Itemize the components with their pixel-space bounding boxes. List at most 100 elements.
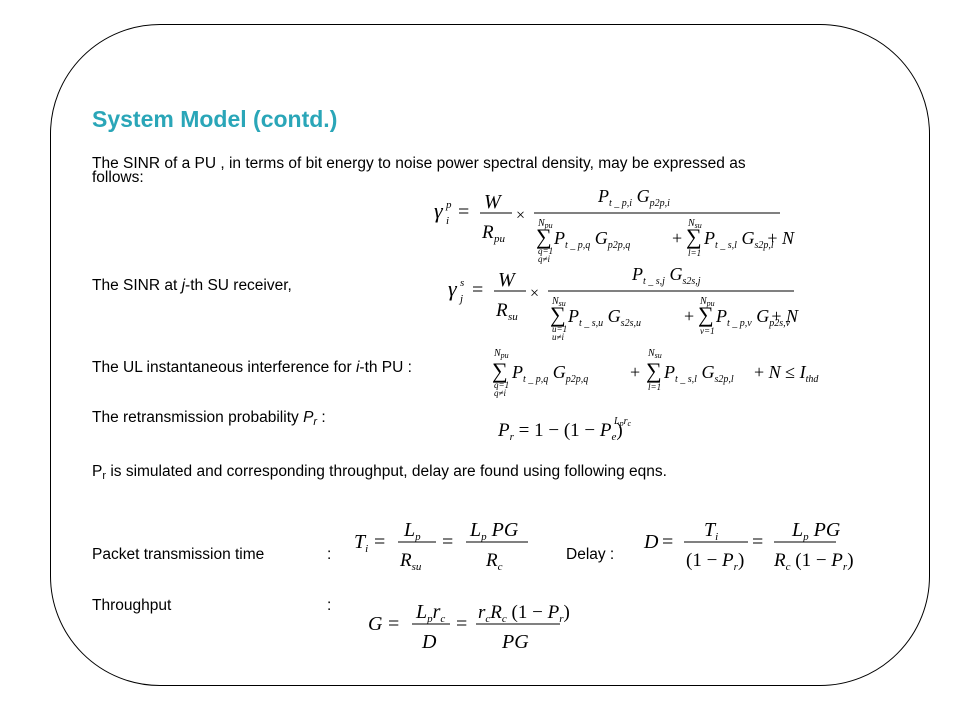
pr-simulated-line: Pr is simulated and corresponding throug… (92, 464, 667, 484)
retransmission-equation: Pr = 1 − (1 − Pe) Lprc (496, 412, 646, 453)
svg-text:(1 − Pr): (1 − Pr) (686, 550, 744, 573)
svg-text:Pt _ s,l Gs2p,l: Pt _ s,l Gs2p,l (703, 228, 774, 251)
pr-symbol-sub: r (102, 470, 107, 482)
intro-line-1: The SINR of a PU , in terms of bit energ… (92, 155, 746, 172)
intro-line-2: follows: (92, 169, 144, 186)
svg-text:Ti: Ti (704, 519, 718, 543)
svg-text:×: × (530, 285, 539, 302)
svg-text:∑: ∑ (646, 358, 662, 383)
svg-text:∑: ∑ (492, 358, 508, 383)
svg-text:Nsu: Nsu (647, 348, 662, 360)
throughput-label: Throughput (92, 597, 172, 614)
svg-text:∑: ∑ (698, 302, 714, 327)
svg-text:i: i (446, 215, 449, 227)
svg-text:p: p (445, 199, 452, 211)
svg-text:Rc: Rc (485, 550, 503, 573)
svg-text:G: G (368, 613, 383, 635)
svg-text:∑: ∑ (550, 302, 566, 327)
svg-text:=: = (458, 201, 469, 223)
svg-text:+ N ≤ Ithd: + N ≤ Ithd (754, 362, 819, 385)
slide-frame (50, 24, 930, 686)
retransmission-label: The retransmission probability Pr : (92, 410, 326, 430)
svg-text:=: = (752, 531, 763, 553)
delay-label: Delay : (566, 546, 615, 563)
svg-text:s: s (460, 277, 464, 289)
svg-text:D: D (421, 631, 437, 653)
svg-text:∑: ∑ (686, 224, 702, 249)
ul-interference-label: The UL instantaneous interference for i-… (92, 359, 412, 376)
svg-text:Npu: Npu (537, 218, 553, 230)
svg-text:Lp PG: Lp PG (791, 519, 841, 543)
svg-text:+ N: + N (771, 306, 799, 326)
svg-text:su: su (508, 311, 518, 323)
retransmission-symbol: P (303, 409, 314, 426)
svg-text:=: = (388, 613, 399, 635)
svg-text:Lp PG: Lp PG (469, 519, 519, 543)
throughput-colon: : (327, 597, 332, 614)
su-sinr-label: The SINR at j-th SU receiver, (92, 277, 292, 294)
svg-text:PG: PG (501, 631, 529, 653)
svg-text:=: = (374, 531, 385, 553)
svg-text:Npu: Npu (699, 296, 715, 308)
svg-text:D: D (643, 531, 659, 553)
slide-title: System Model (contd.) (92, 106, 338, 132)
svg-text:Nsu: Nsu (687, 218, 702, 230)
svg-text:Lprc: Lprc (415, 601, 445, 625)
svg-text:R: R (495, 300, 508, 321)
svg-text:u≠i: u≠i (552, 332, 564, 342)
svg-text:+: + (630, 362, 640, 382)
svg-text:Rc (1 − Pr): Rc (1 − Pr) (773, 550, 854, 573)
svg-text:q=1: q=1 (538, 246, 553, 256)
svg-text:u=1: u=1 (552, 324, 567, 334)
svg-text:l=1: l=1 (688, 248, 701, 258)
svg-text:∑: ∑ (536, 224, 552, 249)
svg-text:rcRc (1 − Pr): rcRc (1 − Pr) (478, 602, 570, 625)
svg-text:v=1: v=1 (700, 326, 715, 336)
svg-text:Pt _ s,u Gs2s,u: Pt _ s,u Gs2s,u (567, 306, 641, 329)
svg-text:R: R (481, 222, 494, 243)
svg-text:Ti: Ti (354, 531, 368, 555)
pu-sinr-equation: γ p i = W R pu × Pt _ p,i Gp2p,i Npu ∑ q… (430, 180, 795, 275)
retransmission-label-text: The retransmission probability (92, 409, 299, 426)
svg-text:l=1: l=1 (648, 382, 661, 392)
svg-text:q=1: q=1 (494, 380, 509, 390)
svg-text:×: × (516, 207, 525, 224)
svg-text:Rsu: Rsu (399, 550, 422, 573)
svg-text:Pt _ p,i Gp2p,i: Pt _ p,i Gp2p,i (597, 186, 670, 209)
svg-text:Pt _ s,l Gs2p,l: Pt _ s,l Gs2p,l (663, 362, 734, 385)
svg-text:q≠i: q≠i (538, 254, 550, 264)
svg-text:=: = (456, 613, 467, 635)
svg-text:Lp: Lp (403, 519, 421, 543)
svg-text:+: + (684, 306, 694, 326)
svg-text:Pr = 1 − (1 − Pe): Pr = 1 − (1 − Pe) (497, 420, 623, 443)
ul-interference-equation: Npu ∑ q=1 q≠i Pt _ p,q Gp2p,q + Nsu ∑ l=… (490, 346, 820, 411)
svg-text:q≠i: q≠i (494, 388, 506, 398)
pr-simulated-text: is simulated and corresponding throughpu… (106, 463, 667, 480)
svg-text:Pt _ p,q Gp2p,q: Pt _ p,q Gp2p,q (553, 228, 630, 251)
delay-equation: D = Ti (1 − Pr) = Lp PG Rc (1 − Pr) (642, 510, 854, 579)
svg-text:Npu: Npu (493, 348, 509, 360)
svg-text:=: = (662, 531, 673, 553)
svg-text:=: = (472, 279, 483, 301)
svg-text:Nsu: Nsu (551, 296, 566, 308)
packet-time-equation: Ti = Lp Rsu = Lp PG Rc (352, 510, 532, 579)
svg-text:Lprc: Lprc (613, 416, 631, 428)
retransmission-symbol-sub: r (313, 416, 318, 428)
svg-text:+: + (672, 228, 682, 248)
packet-time-colon: : (327, 546, 332, 563)
su-sinr-equation: γ s j = W R su × Pt _ s,j Gs2s,j Nsu ∑ u… (444, 258, 804, 353)
pr-symbol: P (92, 463, 103, 480)
svg-text:=: = (442, 531, 453, 553)
throughput-equation: G = Lprc D = rcRc (1 − Pr) PG (366, 592, 570, 663)
svg-text:γ: γ (448, 276, 458, 301)
svg-text:W: W (484, 191, 503, 213)
svg-text:γ: γ (434, 198, 444, 223)
retransmission-colon: : (317, 409, 326, 426)
svg-text:Pt _ s,j Gs2s,j: Pt _ s,j Gs2s,j (631, 264, 701, 287)
svg-text:j: j (458, 293, 463, 305)
svg-text:+ N: + N (767, 228, 795, 248)
svg-text:Pt _ p,q Gp2p,q: Pt _ p,q Gp2p,q (511, 362, 588, 385)
packet-time-label: Packet transmission time (92, 546, 265, 563)
svg-text:W: W (498, 269, 517, 291)
svg-text:pu: pu (493, 233, 506, 245)
